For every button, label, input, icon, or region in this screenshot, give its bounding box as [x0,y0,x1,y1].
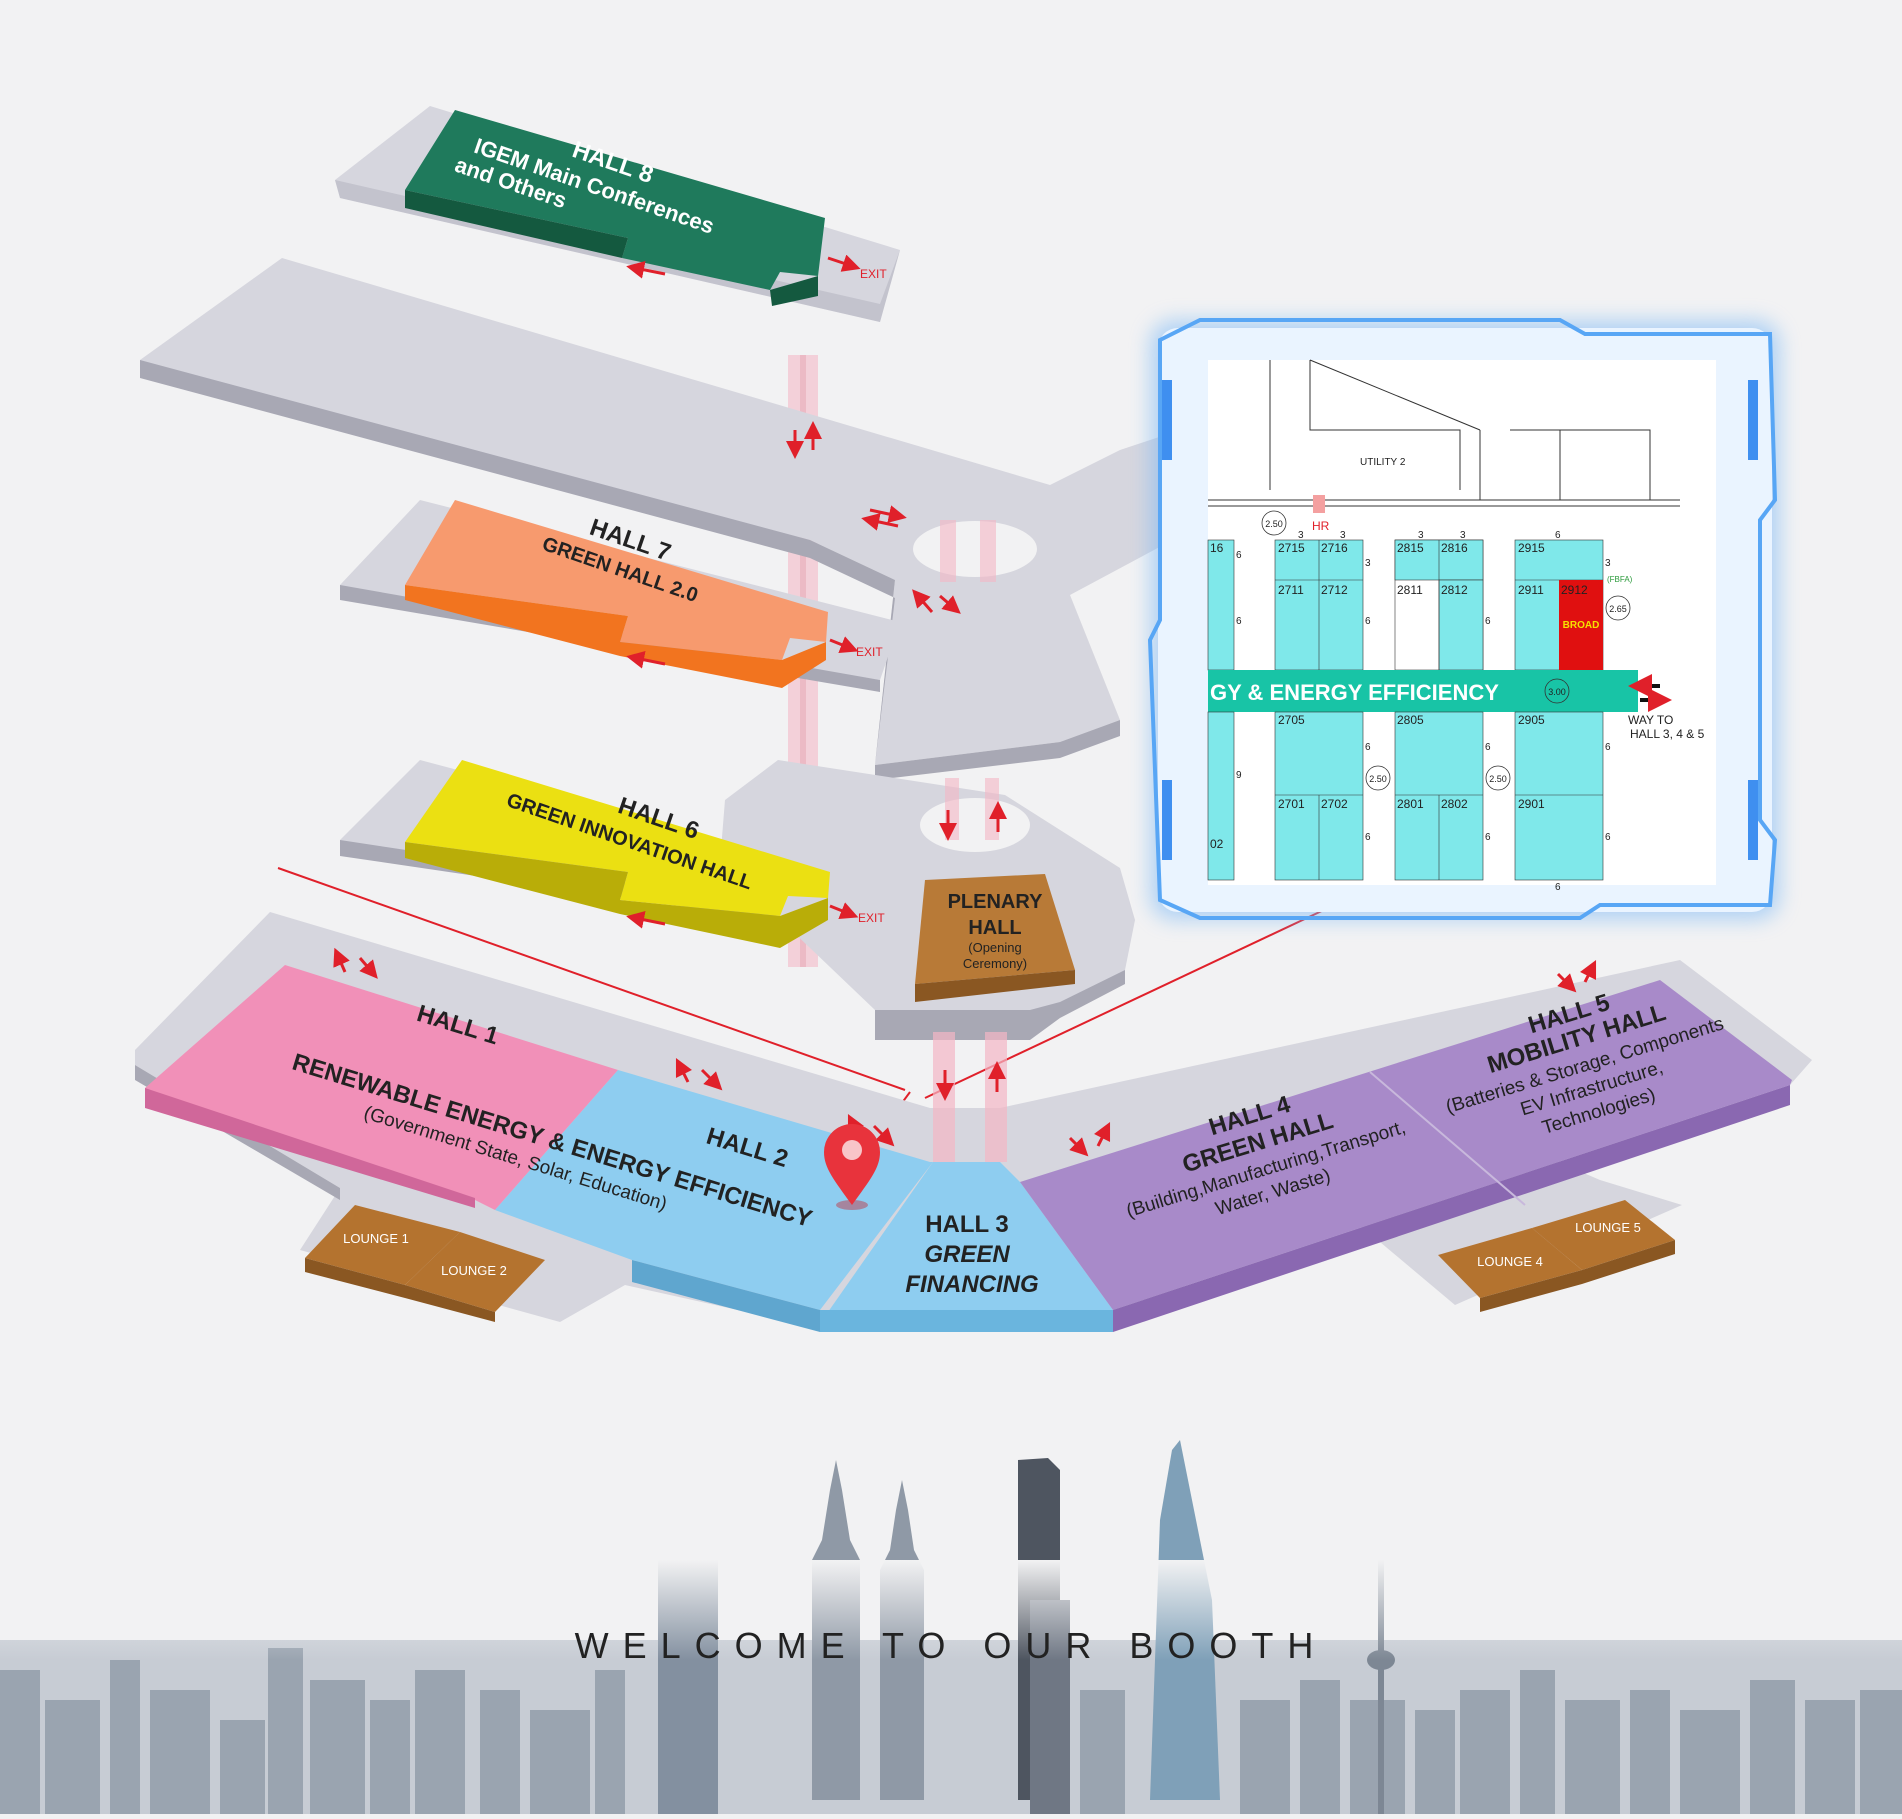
plenary-line3: (Opening [968,940,1021,955]
fbfa-label: (FBFA) [1607,575,1633,584]
booth-2812[interactable]: 2812 [1441,583,1468,597]
plenary-hall[interactable]: PLENARY HALL (Opening Ceremony) [915,874,1075,1002]
lounge-4[interactable]: LOUNGE 4 [1438,1228,1582,1298]
marker-265-text: 2.65 [1609,604,1627,614]
dim-3c: 3 [1418,530,1424,541]
leader-line-left [277,867,906,1091]
dim-6i: 6 [1365,832,1371,843]
booth-2715[interactable]: 2715 [1278,541,1305,555]
lounge-2-label: LOUNGE 2 [441,1263,507,1278]
booth-2915[interactable]: 2915 [1518,541,1545,555]
dim-6a: 6 [1555,530,1561,541]
booth-2816[interactable]: 2816 [1441,541,1468,555]
lounge-1-label: LOUNGE 1 [343,1231,409,1246]
dim-6f: 6 [1365,742,1371,753]
booth-2705[interactable]: 2705 [1278,713,1305,727]
booth-02[interactable]: 02 [1210,837,1224,851]
lounge-1[interactable]: LOUNGE 1 [305,1205,460,1285]
level-6: HALL 6 GREEN INNOVATION HALL EXIT PLENAR… [340,757,1135,1040]
exit-label-h7: EXIT [856,645,883,659]
marker-250b-text: 2.50 [1369,774,1387,784]
marker-300-text: 3.00 [1548,687,1566,697]
exit-label-h8: EXIT [860,267,887,281]
highlighted-booth-label: BROAD [1563,620,1600,631]
booth-2805[interactable]: 2805 [1397,713,1424,727]
highlighted-booth[interactable] [1559,580,1603,670]
hall-4-5[interactable]: HALL 4 GREEN HALL (Building,Manufacturin… [1020,959,1792,1332]
hall-2[interactable]: HALL 2 [495,1070,933,1332]
hall-6[interactable]: HALL 6 GREEN INNOVATION HALL [405,757,830,948]
utility-label: UTILITY 2 [1360,457,1406,468]
booth-2802[interactable]: 2802 [1441,797,1468,811]
hr-label: HR [1312,519,1330,533]
booth-2712[interactable]: 2712 [1321,583,1348,597]
hall-3-title: HALL 3 [925,1211,1009,1238]
marker-250c-text: 2.50 [1489,774,1507,784]
hall-3-line2: FINANCING [905,1271,1038,1298]
booth-2912[interactable]: 2912 [1561,583,1588,597]
location-pin-icon[interactable] [824,1124,880,1210]
dim-3f: 3 [1605,558,1611,569]
dim-6g: 6 [1485,742,1491,753]
booth-2901[interactable]: 2901 [1518,797,1545,811]
dim-6b: 6 [1236,550,1242,561]
dim-6d: 6 [1365,616,1371,627]
floorplan: UTILITY 2 HR BROAD (FBFA) 16 2715 2716 2… [1207,359,1716,893]
lounge-5[interactable]: LOUNGE 5 [1480,1200,1675,1312]
plenary-line1: PLENARY [948,891,1043,913]
dim-6l: 6 [1555,882,1561,893]
city-skyline [0,1440,1902,1814]
dim-3d: 3 [1460,530,1466,541]
plenary-line2: HALL [968,917,1021,939]
exit-label-h6: EXIT [858,911,885,925]
booth-2811[interactable]: 2811 [1397,583,1423,597]
booth-2701[interactable]: 2701 [1278,797,1305,811]
dim-6c: 6 [1236,616,1242,627]
marker-250a: 2.50 [1261,510,1287,536]
booth-2702[interactable]: 2702 [1321,797,1348,811]
way-to-1: WAY TO [1628,713,1673,727]
lounge-2[interactable]: LOUNGE 2 [305,1232,545,1322]
booth-16[interactable]: 16 [1210,541,1224,555]
marker-250c: 2.50 [1485,765,1511,791]
booth-2801[interactable]: 2801 [1397,797,1424,811]
dim-3a: 3 [1298,530,1304,541]
hall-3[interactable]: HALL 3 GREEN FINANCING [820,1162,1113,1332]
dim-6h: 6 [1605,742,1611,753]
booth-2716[interactable]: 2716 [1321,541,1348,555]
dim-6k: 6 [1605,832,1611,843]
dim-3b: 3 [1340,530,1346,541]
dim-3e: 3 [1365,558,1371,569]
hall-8[interactable]: HALL 8 IGEM Main Conferences and Others [405,102,825,306]
aisle-banner-text: GY & ENERGY EFFICIENCY [1210,680,1499,705]
booth-2905[interactable]: 2905 [1518,713,1545,727]
dim-9: 9 [1236,770,1242,781]
level-8: HALL 8 IGEM Main Conferences and Others … [335,102,900,322]
marker-300: 3.00 [1544,678,1570,704]
lounge-5-label: LOUNGE 5 [1575,1220,1641,1235]
way-to-2: HALL 3, 4 & 5 [1630,727,1705,741]
plenary-line4: Ceremony) [963,956,1027,971]
booth-detail-inset: UTILITY 2 HR BROAD (FBFA) 16 2715 2716 2… [1147,318,1780,920]
dim-6j: 6 [1485,832,1491,843]
level-7 [140,258,1210,780]
dim-6e: 6 [1485,616,1491,627]
booth-2815[interactable]: 2815 [1397,541,1424,555]
ground-level: HALL 1 HALL 2 RENEWABLE ENERGY & ENERGY … [135,912,1812,1332]
hall-3-line1: GREEN [924,1241,1010,1268]
marker-265: 2.65 [1605,595,1631,621]
marker-250b: 2.50 [1365,765,1391,791]
marker-250a-text: 2.50 [1265,519,1283,529]
lounge-4-label: LOUNGE 4 [1477,1254,1543,1269]
booth-2711[interactable]: 2711 [1278,583,1304,597]
booth-2911[interactable]: 2911 [1518,583,1544,597]
welcome-tagline: WELCOME TO OUR BOOTH [574,1625,1328,1666]
